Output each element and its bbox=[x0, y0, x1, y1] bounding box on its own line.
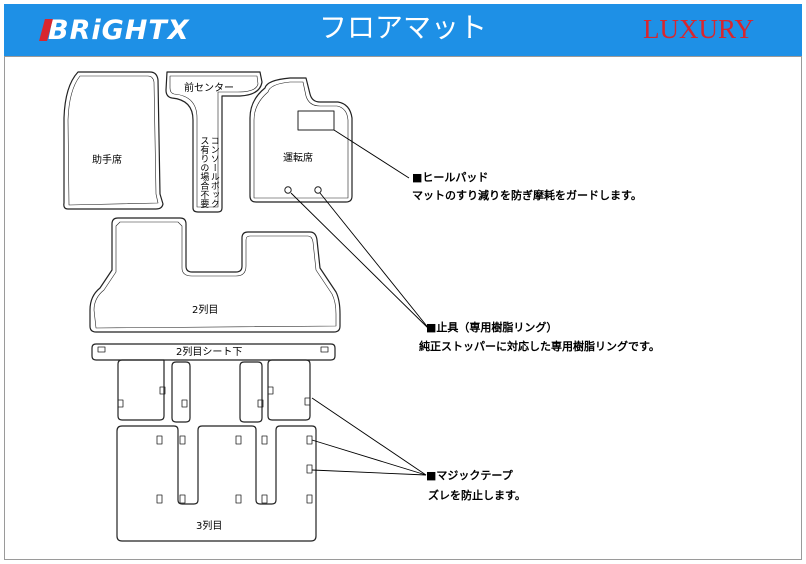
magic-tape-leader-3 bbox=[311, 469, 427, 476]
passenger-mat-inner bbox=[67, 75, 159, 206]
heel-pad-mark bbox=[297, 110, 335, 131]
row3-tape-marks bbox=[156, 435, 313, 504]
row3-mat-outline bbox=[116, 425, 317, 542]
row2-mat-outline bbox=[89, 217, 341, 333]
heel-pad-callout-title: ■ヒールパッド bbox=[412, 171, 489, 184]
front-center-mat-inner bbox=[169, 75, 259, 208]
passenger-mat-label: 助手席 bbox=[92, 155, 122, 166]
console-note-label: コンソールボックス有りの場合不要 bbox=[198, 136, 219, 208]
magic-tape-leader-1 bbox=[311, 397, 427, 476]
strip-clip-right bbox=[320, 346, 329, 353]
fastener-ring-left bbox=[284, 186, 292, 194]
front-center-mat-outline bbox=[165, 71, 263, 213]
header-bar: BRiGHTX フロアマット LUXURY bbox=[4, 4, 802, 56]
passenger-mat-outline bbox=[63, 71, 164, 210]
strip-clip-left bbox=[97, 346, 106, 353]
heel-pad-callout-description: マットのすり減りを防ぎ摩耗をガードします。 bbox=[412, 189, 642, 202]
magic-tape-callout-description: ズレを防止します。 bbox=[428, 489, 526, 502]
fastener-callout-title: ■止具（専用樹脂リング） bbox=[426, 321, 558, 334]
magic-tape-callout-title: ■マジックテープ bbox=[426, 469, 513, 482]
front-center-mat-label: 前センター bbox=[184, 83, 234, 94]
fastener-callout-description: 純正ストッパーに対応した専用樹脂リングです。 bbox=[419, 340, 660, 353]
under-seat-panels-upper bbox=[117, 359, 311, 423]
row2-under-seat-strip bbox=[91, 343, 336, 361]
grade-badge: LUXURY bbox=[643, 14, 755, 44]
magic-tape-leader-2 bbox=[311, 439, 427, 476]
content-frame bbox=[4, 56, 802, 560]
row2-under-seat-label: 2列目シート下 bbox=[176, 347, 243, 358]
fastener-ring-right bbox=[314, 186, 322, 194]
fastener-leader-left bbox=[290, 192, 431, 331]
page-title: フロアマット bbox=[319, 11, 488, 44]
heel-pad-leader bbox=[333, 129, 410, 179]
row2-mat-inner bbox=[93, 221, 337, 329]
brand-logo-text: BRiGHTX bbox=[48, 15, 190, 46]
brand-logo: BRiGHTX bbox=[39, 15, 190, 46]
row2-mat-label: 2列目 bbox=[192, 305, 219, 316]
driver-mat-outline bbox=[249, 77, 353, 203]
driver-mat-label: 運転席 bbox=[283, 153, 313, 164]
driver-mat-inner bbox=[253, 81, 349, 199]
fastener-leader-right bbox=[319, 192, 431, 331]
row3-mat-label: 3列目 bbox=[196, 521, 223, 532]
